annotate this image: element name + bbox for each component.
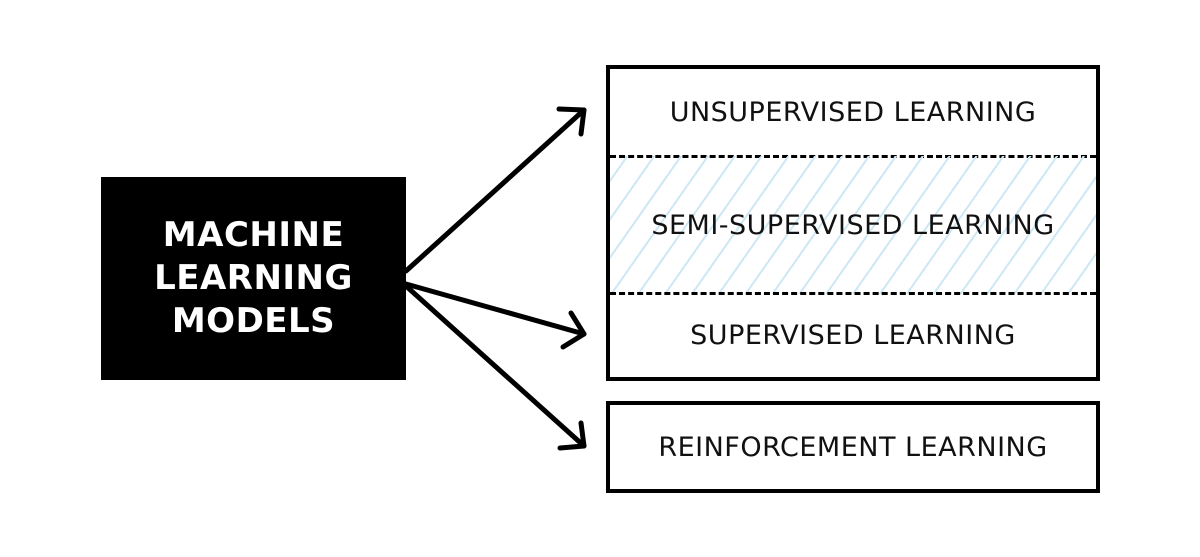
reinforcement-learning-label: REINFORCEMENT LEARNING xyxy=(658,431,1048,463)
arrow-to-unsupervised xyxy=(403,106,587,274)
machine-learning-models-box: MACHINE LEARNING MODELS xyxy=(101,177,406,380)
learning-types-stack: UNSUPERVISED LEARNING SEMI-SUPERVISED LE… xyxy=(606,65,1100,381)
arrow-to-reinforcement xyxy=(403,283,587,451)
supervised-learning-band: SUPERVISED LEARNING xyxy=(610,294,1096,377)
machine-learning-models-label: MACHINE LEARNING MODELS xyxy=(154,215,353,341)
supervised-learning-label: SUPERVISED LEARNING xyxy=(690,320,1016,351)
semi-supervised-learning-label: SEMI-SUPERVISED LEARNING xyxy=(651,209,1055,241)
unsupervised-learning-label: UNSUPERVISED LEARNING xyxy=(669,97,1037,128)
reinforcement-learning-box: REINFORCEMENT LEARNING xyxy=(606,401,1100,493)
arrow-to-supervised xyxy=(403,281,587,350)
dashed-divider-bottom xyxy=(610,292,1096,295)
semi-supervised-learning-band: SEMI-SUPERVISED LEARNING xyxy=(610,156,1096,294)
unsupervised-learning-band: UNSUPERVISED LEARNING xyxy=(610,69,1096,156)
